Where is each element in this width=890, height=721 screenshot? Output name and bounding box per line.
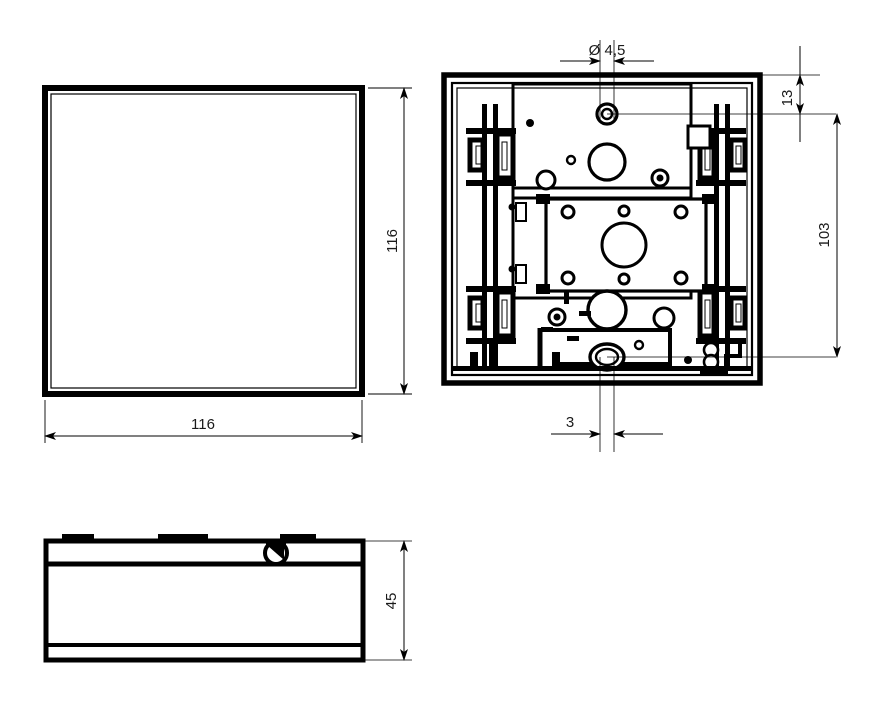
dimension-rear-bottom-offset: 3 [566,414,574,431]
dimension-front-width: 116 [191,416,215,433]
front-view [42,85,365,397]
dimension-rear-diameter: Ø 4,5 [589,42,626,59]
rear-view-dimensions: Ø 4,5 13 103 3 [444,40,841,452]
side-view-dimensions: 45 [363,540,412,661]
rear-left-rail [466,104,516,366]
dimension-rear-top-offset: 13 [779,90,796,107]
rear-top-holes [526,102,670,191]
rear-view [441,72,763,386]
rear-center-plate [508,194,716,294]
dimension-front-height: 116 [384,229,401,253]
dimension-side-depth: 45 [383,593,400,610]
side-view [43,534,366,663]
dimension-rear-span: 103 [816,222,833,247]
front-view-dimensions: 116 116 [44,87,412,443]
screw-head-icon [263,540,289,566]
